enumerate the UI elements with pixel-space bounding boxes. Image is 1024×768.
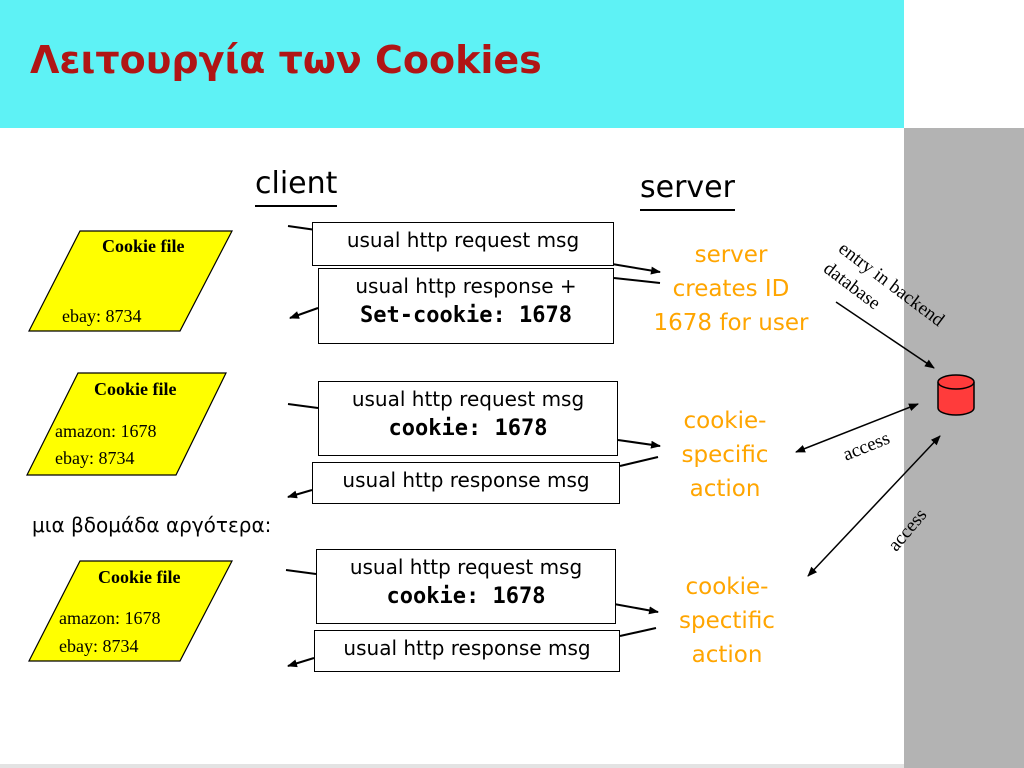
cookie-file-1-entry-1: ebay: 8734 [62,306,142,326]
response-3-arrow [287,657,315,668]
request-2-line-left [287,403,319,409]
response-1-line1: usual http response + [355,274,577,298]
title-bar [0,0,904,128]
client-column-label: client [255,166,338,207]
cookie-file-3-entry-2: ebay: 8734 [59,636,139,656]
server-action-1: server creates ID 1678 for user [636,238,826,340]
response-2-line-right [619,456,659,467]
cookie-file-title-2: Cookie file [94,379,177,399]
response-message-1: usual http response + Set-cookie: 1678 [318,268,614,344]
response-1-line2: Set-cookie: 1678 [360,303,572,328]
request-message-2: usual http request msg cookie: 1678 [318,381,618,456]
request-3-line-left [285,569,317,575]
request-1-line1: usual http request msg [346,228,580,252]
cookie-file-shape-3 [28,560,233,662]
server-action-1-line2: creates ID [672,276,790,302]
response-3-line1: usual http response msg [343,636,591,660]
server-action-3-line3: action [691,642,763,668]
bottom-divider [0,764,904,768]
response-1-arrow [289,307,319,319]
cookie-file-shape-1 [28,230,233,332]
request-3-line2: cookie: 1678 [386,584,546,609]
server-action-2-line1: cookie- [683,408,767,434]
cookie-file-3-entry-1: amazon: 1678 [59,608,161,628]
request-2-line2: cookie: 1678 [388,416,548,441]
request-1-arrow [611,263,661,275]
server-underline [640,209,735,211]
request-2-arrow [617,439,661,449]
request-3-arrow [613,603,659,615]
server-action-2: cookie- specific action [650,404,800,506]
server-action-2-line3: action [689,476,761,502]
cookie-file-2-entry-1: amazon: 1678 [55,421,157,441]
server-action-1-line1: server [694,242,768,268]
response-2-arrow [287,489,313,499]
cookie-file-title-1: Cookie file [102,236,185,256]
client-label-text: client [255,166,338,201]
cookie-file-title-3: Cookie file [98,567,181,587]
response-message-3: usual http response msg [314,630,620,672]
database-icon [937,374,975,416]
server-action-3: cookie- spectific action [652,570,802,672]
server-label-text: server [640,170,735,205]
response-3-line-right [619,627,657,637]
server-action-1-line3: 1678 for user [653,310,809,336]
response-message-2: usual http response msg [312,462,620,504]
server-action-3-line1: cookie- [685,574,769,600]
cookie-file-shape-2 [26,372,227,476]
server-action-3-line2: spectific [679,608,775,634]
response-1-line-right [613,277,661,284]
server-action-2-line2: specific [681,442,769,468]
request-1-line-left [287,225,317,231]
request-3-line1: usual http request msg [349,555,583,579]
access-arrow-2 [807,435,941,577]
response-2-line1: usual http response msg [342,468,590,492]
request-2-line1: usual http request msg [351,387,585,411]
server-column-label: server [640,170,735,211]
entry-arrow [835,301,935,369]
cookie-file-2-entry-2: ebay: 8734 [55,448,135,468]
slide-title: Λειτουργία των Cookies [30,38,542,82]
request-message-1: usual http request msg [312,222,614,266]
request-message-3: usual http request msg cookie: 1678 [316,549,616,624]
client-underline [255,205,338,207]
week-later-note: μια βδομάδα αργότερα: [32,513,272,537]
